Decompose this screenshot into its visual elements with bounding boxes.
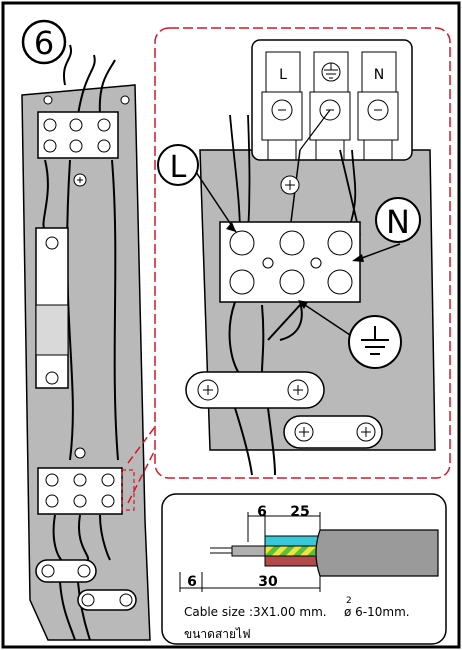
earth-ground-icon [361,326,389,355]
live-callout-label: L [170,150,187,185]
dim-strip-top: 6 [257,504,267,520]
main-terminal-block [219,221,361,303]
cable-size-superscript: 2 [346,596,352,606]
cable-spec-panel: 6 25 6 30 Cable size :3X1.00 mm. 2 ø 6-1… [161,493,447,645]
live-callout: L [157,144,237,233]
dim-sheath-bottom: 30 [258,574,278,590]
cable-sheath [315,529,439,577]
cable-clamp [185,371,325,409]
blue-wire [264,535,321,547]
zoom-detail: L N [185,39,436,476]
dim-conductor-top: 25 [290,504,309,520]
earth-callout [298,300,402,369]
terminal-label-live: L [279,67,287,83]
lower-terminal-block [37,447,123,515]
neutral-callout-label: N [386,203,410,241]
brown-wire [264,555,321,567]
stripped-conductor [231,545,266,557]
circuit-breaker [35,227,69,389]
dim-strip-bottom: 6 [187,574,197,590]
cable-diameter-text: ø 6-10mm. [344,605,410,619]
neutral-callout: N [352,197,421,262]
step-number: 6 [34,24,54,62]
terminal-earth-symbol-icon [321,62,341,82]
thai-cable-label: ขนาดสายไฟ [184,627,251,641]
step-badge: 6 [21,19,67,65]
zoom-callout-lines [121,419,161,511]
upper-terminal-block [37,111,119,159]
terminal-label-neutral: N [374,67,384,83]
indoor-unit-panel [21,44,151,641]
cable-size-text: Cable size :3X1.00 mm. [184,605,327,619]
green-yellow-wire [264,545,321,557]
terminal-strip: L N [251,39,413,161]
